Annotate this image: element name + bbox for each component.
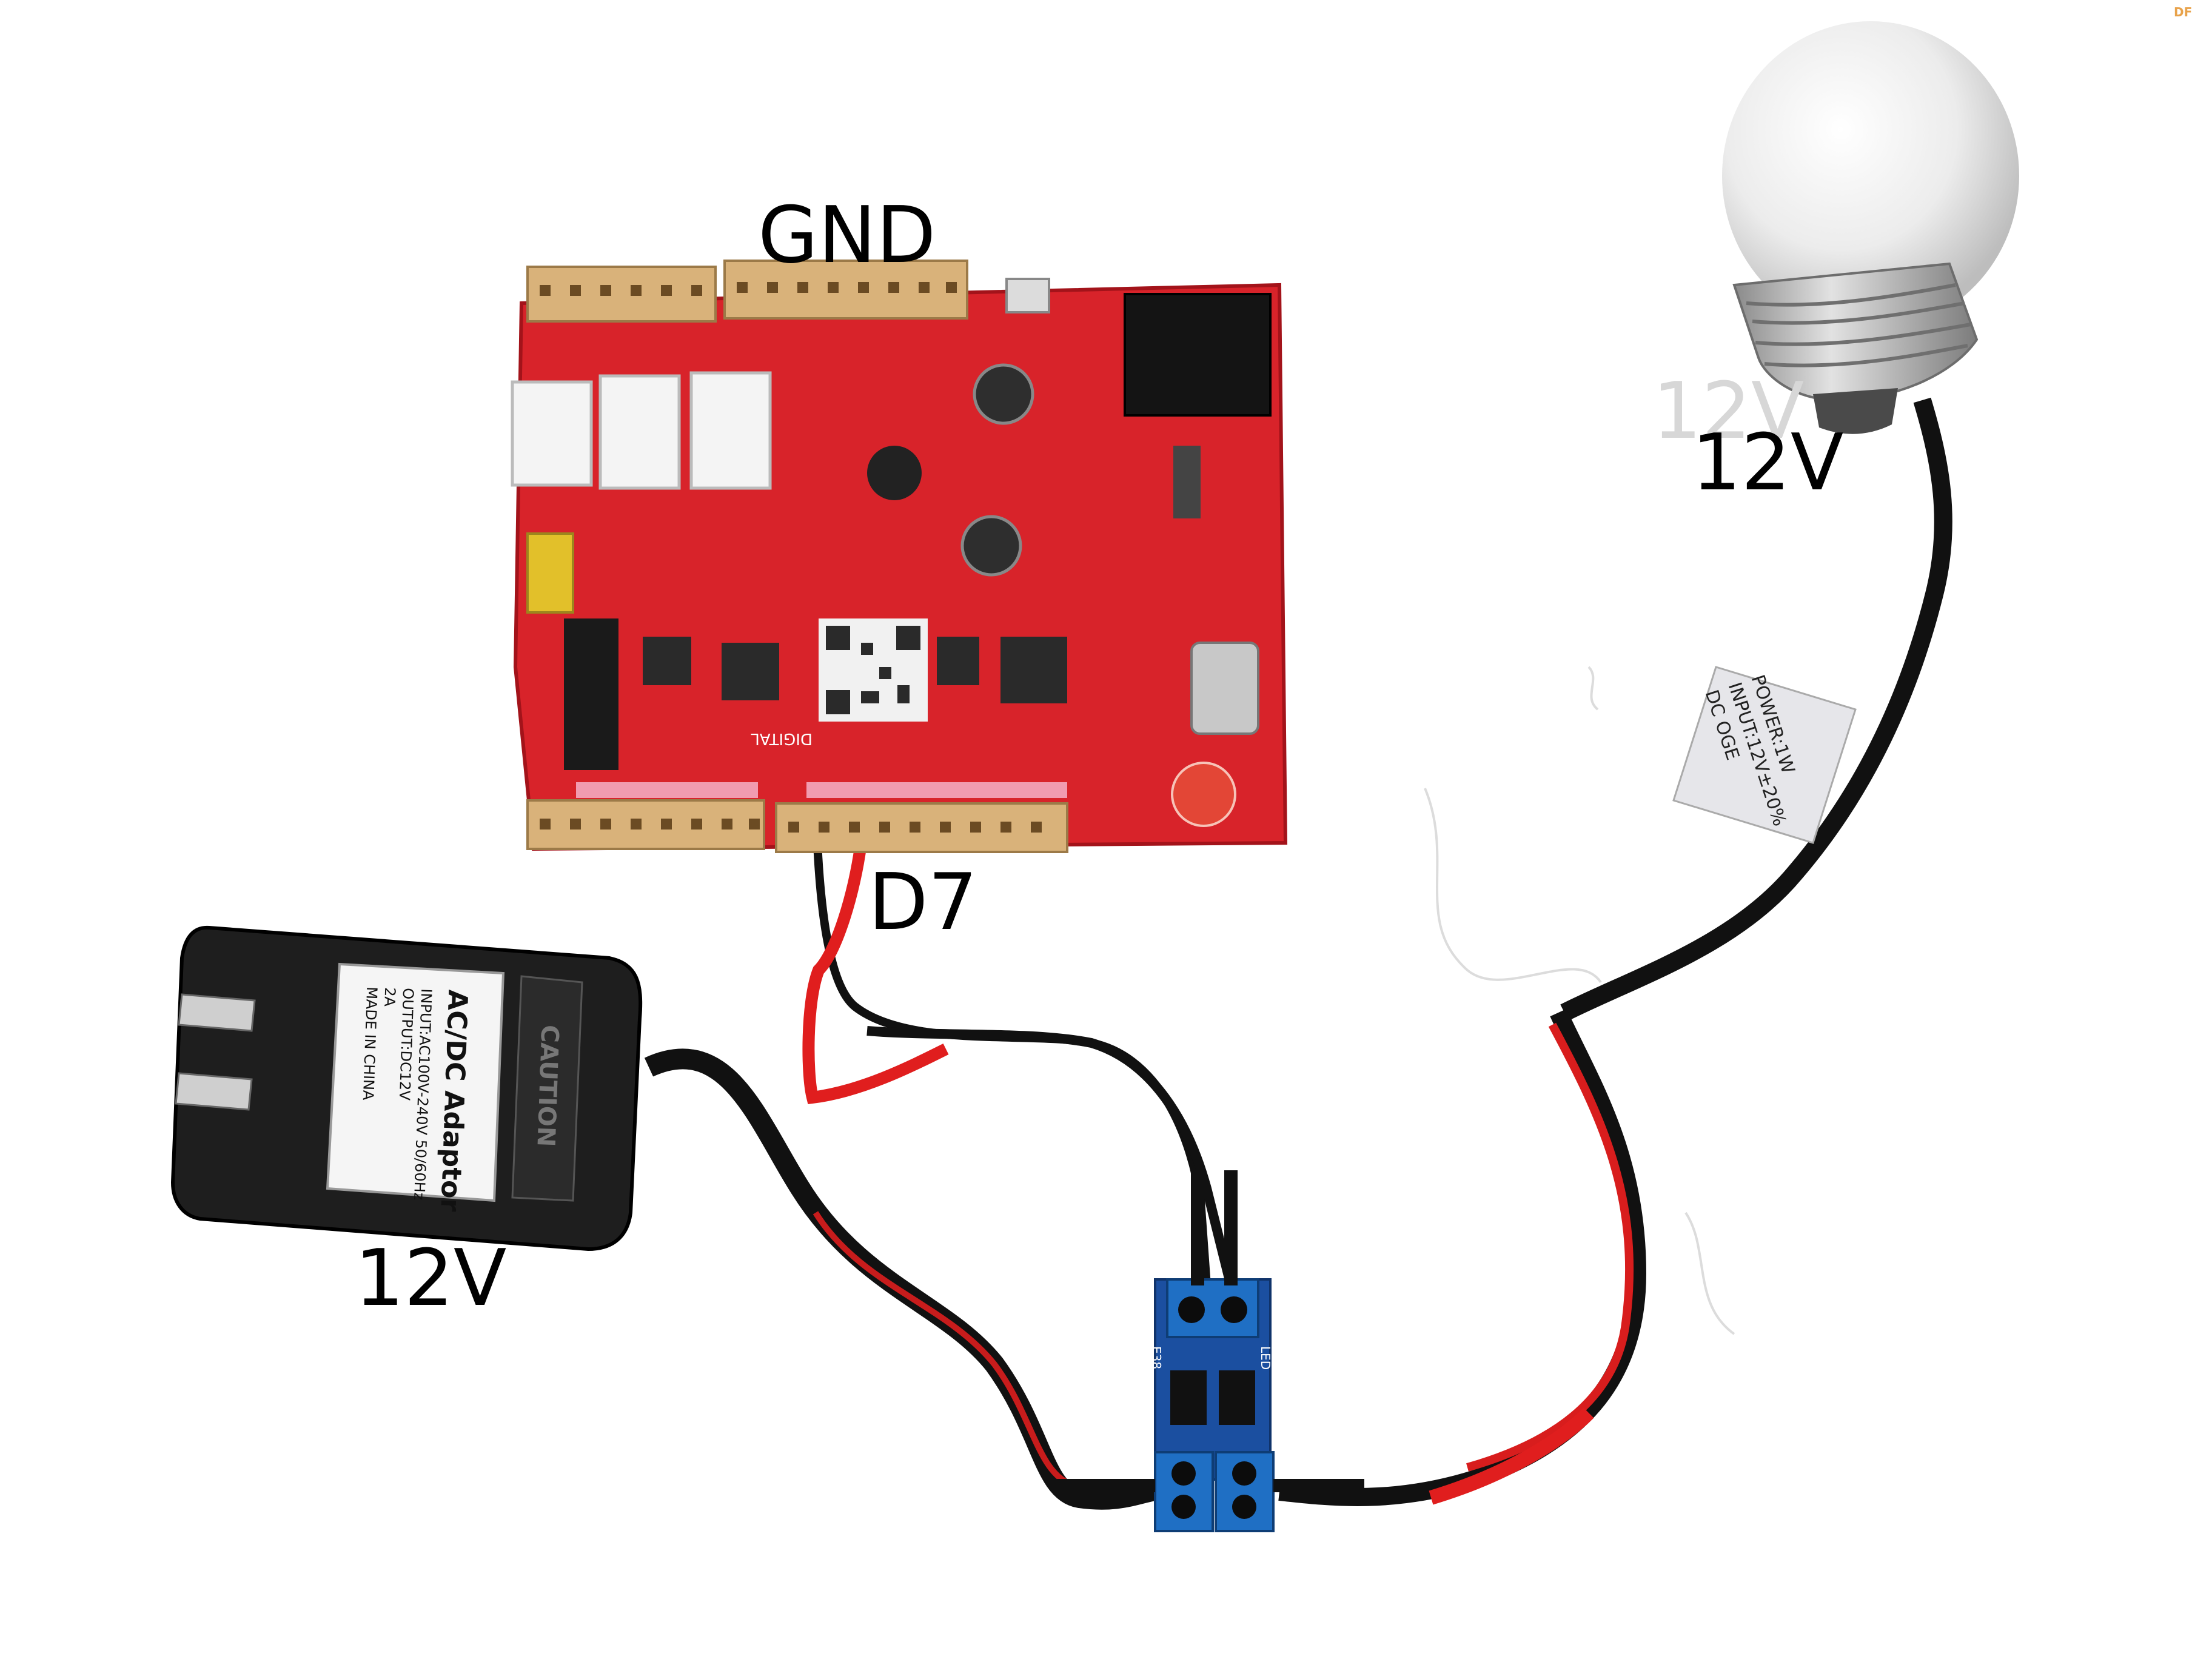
side-header: [564, 618, 618, 770]
plug-prong-top: [178, 993, 256, 1032]
svg-text:OUTPUT:DC12V: OUTPUT:DC12V: [396, 988, 417, 1101]
svg-text:2A: 2A: [381, 987, 398, 1007]
adapter-label: [326, 962, 505, 1202]
svg-text:MADE IN CHINA: MADE IN CHINA: [360, 987, 381, 1101]
gnd-label: GND: [758, 190, 936, 281]
ghost-voltage-label: 12V: [1652, 366, 1805, 457]
capacitor-1: [973, 363, 1034, 425]
mosfet-chip-1: [1170, 1370, 1207, 1425]
microcontroller-board: DIGITAL: [511, 260, 1288, 853]
header-top-left: [526, 266, 717, 323]
board-logo: [1171, 762, 1236, 827]
bulb-cable: [1278, 397, 1952, 1506]
pink-pad-row: [576, 782, 1067, 798]
power-adapter: AC/DC Adaptor INPUT:AC100V-240V 50/60Hz …: [170, 925, 643, 1252]
grove-port-1: [511, 380, 593, 487]
reset-button: [1005, 278, 1050, 313]
digital-silkscreen: DIGITAL: [751, 729, 813, 748]
micro-usb-port: [1190, 642, 1259, 735]
adapter-voltage-label: 12V: [355, 1233, 507, 1324]
chip-3: [643, 637, 691, 685]
control-wires: [802, 290, 1236, 1287]
grove-port-2: [598, 374, 681, 490]
plug-prong-bottom: [175, 1072, 253, 1111]
module-lead-wires: [1055, 1170, 1364, 1492]
capacitor-2: [960, 515, 1022, 577]
isp-header: [526, 532, 574, 614]
grove-port-3: [689, 371, 772, 490]
slide-switch: [1173, 446, 1201, 518]
light-bulb: [1722, 21, 2019, 434]
adapter-caution-panel: [511, 975, 583, 1202]
dc-power-jack: [1124, 293, 1272, 417]
corner-watermark: DF: [2174, 5, 2193, 19]
d7-wire: [802, 842, 949, 1105]
bulb-voltage-label: 12V: [1692, 418, 1844, 508]
mosfet-chip-2: [1219, 1370, 1255, 1425]
bulb-contact: [1813, 388, 1898, 434]
background-smudges: [1424, 666, 1735, 1335]
adapter-cable: [644, 1048, 1166, 1510]
d7-label: D7: [868, 857, 977, 948]
inductor: [867, 446, 922, 500]
chip-2: [1000, 637, 1067, 703]
chip-4: [937, 637, 979, 685]
bulb-tag: POWER:1W INPUT:12V±20% DC OGE: [1672, 666, 1857, 844]
bulb-glass: [1722, 21, 2019, 330]
svg-text:E38: E38: [1149, 1346, 1164, 1369]
svg-text:LED: LED: [1258, 1346, 1273, 1370]
mosfet-module: E38 LED: [1149, 1278, 1275, 1532]
svg-text:CAUTION: CAUTION: [531, 1024, 563, 1147]
chip-1: [722, 643, 779, 700]
